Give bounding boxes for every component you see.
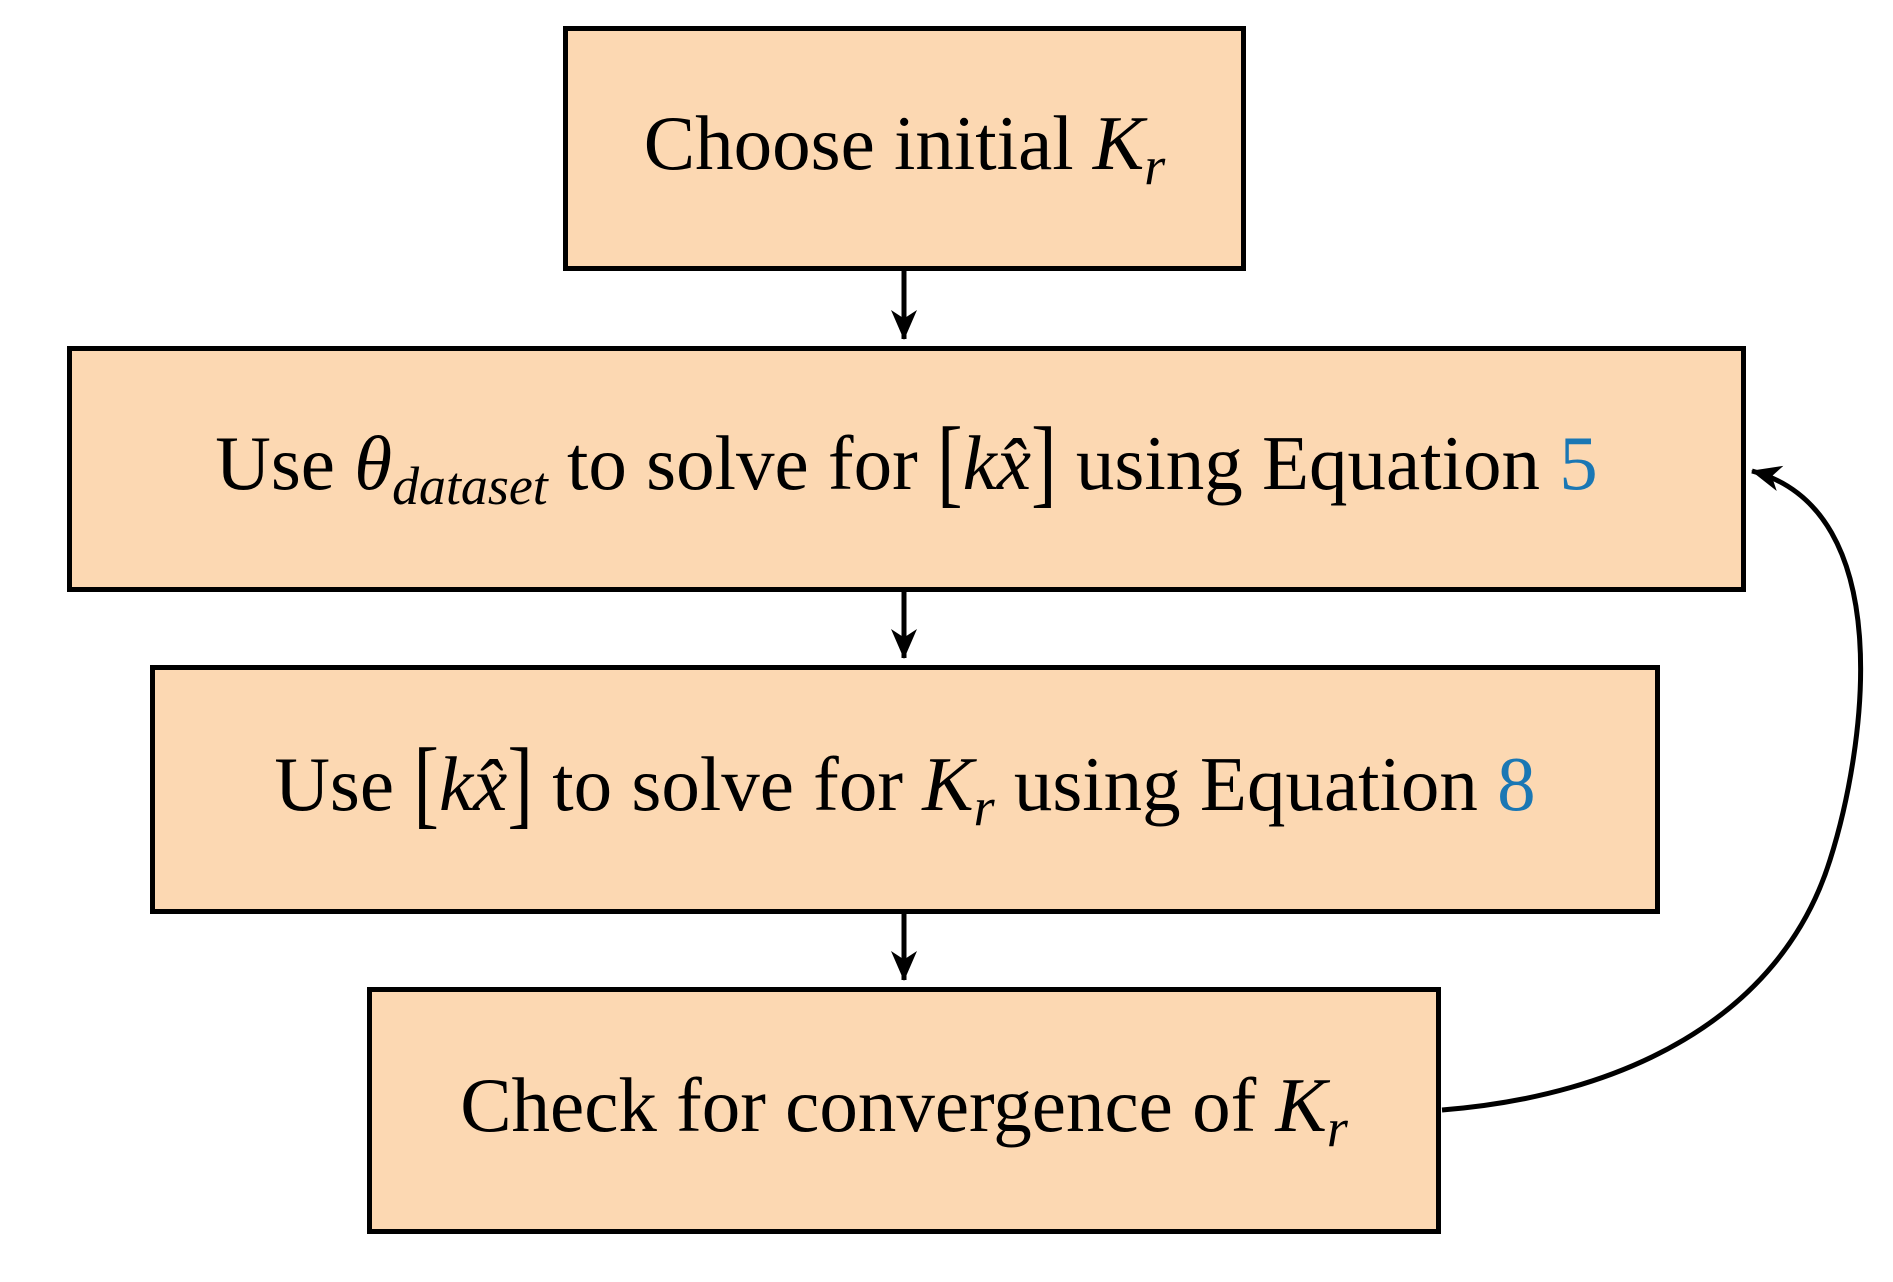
- label-segment: K: [922, 740, 974, 827]
- label-segment: k: [438, 740, 474, 827]
- label-segment: θ: [354, 420, 393, 507]
- equation-ref-link[interactable]: 8: [1497, 740, 1536, 827]
- box-check-convergence-kr: Check for convergence of Kr: [367, 987, 1441, 1234]
- label-segment: Use: [215, 420, 355, 507]
- label-segment: to solve for: [533, 740, 923, 827]
- label-segment: r: [1144, 135, 1166, 196]
- box-label-solve-kr-equation-8: Use [kx̂] to solve for Kr using Equation…: [274, 731, 1536, 837]
- label-segment: [: [413, 727, 439, 838]
- box-choose-initial-kr: Choose initial Kr: [563, 26, 1246, 271]
- label-segment: x̂: [473, 740, 508, 827]
- box-label-choose-initial-kr: Choose initial Kr: [643, 99, 1166, 196]
- label-segment: ]: [507, 727, 533, 838]
- label-segment: x̂: [996, 420, 1031, 507]
- label-segment: r: [973, 776, 995, 837]
- equation-ref-link[interactable]: 5: [1559, 420, 1598, 507]
- label-segment: Check for convergence of: [460, 1061, 1276, 1148]
- box-label-check-convergence-kr: Check for convergence of Kr: [460, 1061, 1348, 1158]
- label-segment: [: [936, 406, 963, 517]
- label-segment: Choose initial: [643, 99, 1093, 186]
- label-segment: Use: [274, 740, 414, 827]
- label-segment: using Equation: [994, 740, 1498, 827]
- loop-arrow-convergence-to-solve5: [1441, 465, 1864, 1113]
- label-segment: K: [1092, 99, 1145, 186]
- label-segment: k: [962, 420, 997, 507]
- box-solve-kx-equation-5: Use θdataset to solve for [kx̂] using Eq…: [67, 346, 1746, 592]
- label-segment: to solve for: [547, 420, 937, 507]
- box-label-solve-kx-equation-5: Use θdataset to solve for [kx̂] using Eq…: [215, 410, 1598, 517]
- box-solve-kr-equation-8: Use [kx̂] to solve for Kr using Equation…: [150, 665, 1660, 914]
- label-segment: K: [1275, 1061, 1327, 1148]
- label-segment: r: [1326, 1097, 1348, 1158]
- label-segment: dataset: [392, 456, 548, 517]
- label-segment: ]: [1031, 406, 1057, 517]
- label-segment: using Equation: [1056, 420, 1560, 507]
